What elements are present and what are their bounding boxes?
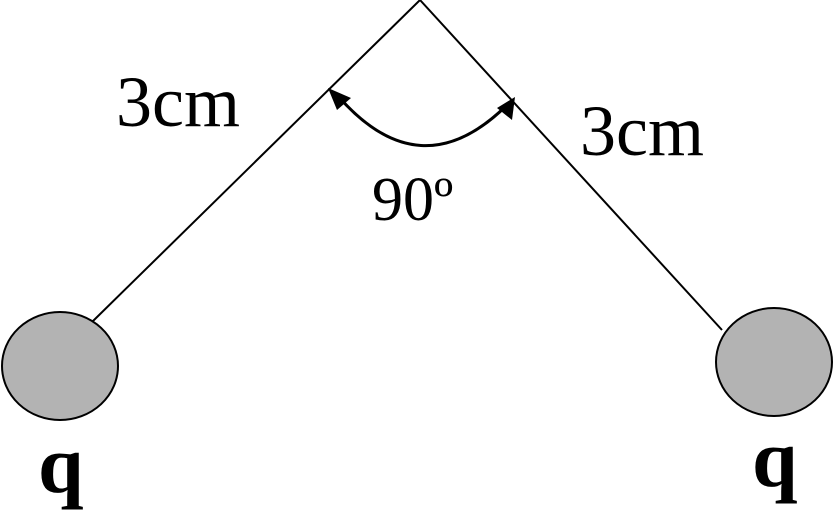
left-string-length-label: 3cm [116,62,240,142]
angle-label: 90º [372,166,453,234]
angle-arrow-right-icon [497,97,515,120]
right-sphere [715,307,833,417]
angle-arc [336,95,508,148]
right-string [419,0,723,331]
angle-arrow-left-icon [328,88,351,110]
right-charge-label: q [752,413,798,504]
right-string-length-label: 3cm [580,91,704,171]
left-string [91,0,421,323]
left-sphere [1,311,119,421]
left-charge-label: q [38,419,84,510]
